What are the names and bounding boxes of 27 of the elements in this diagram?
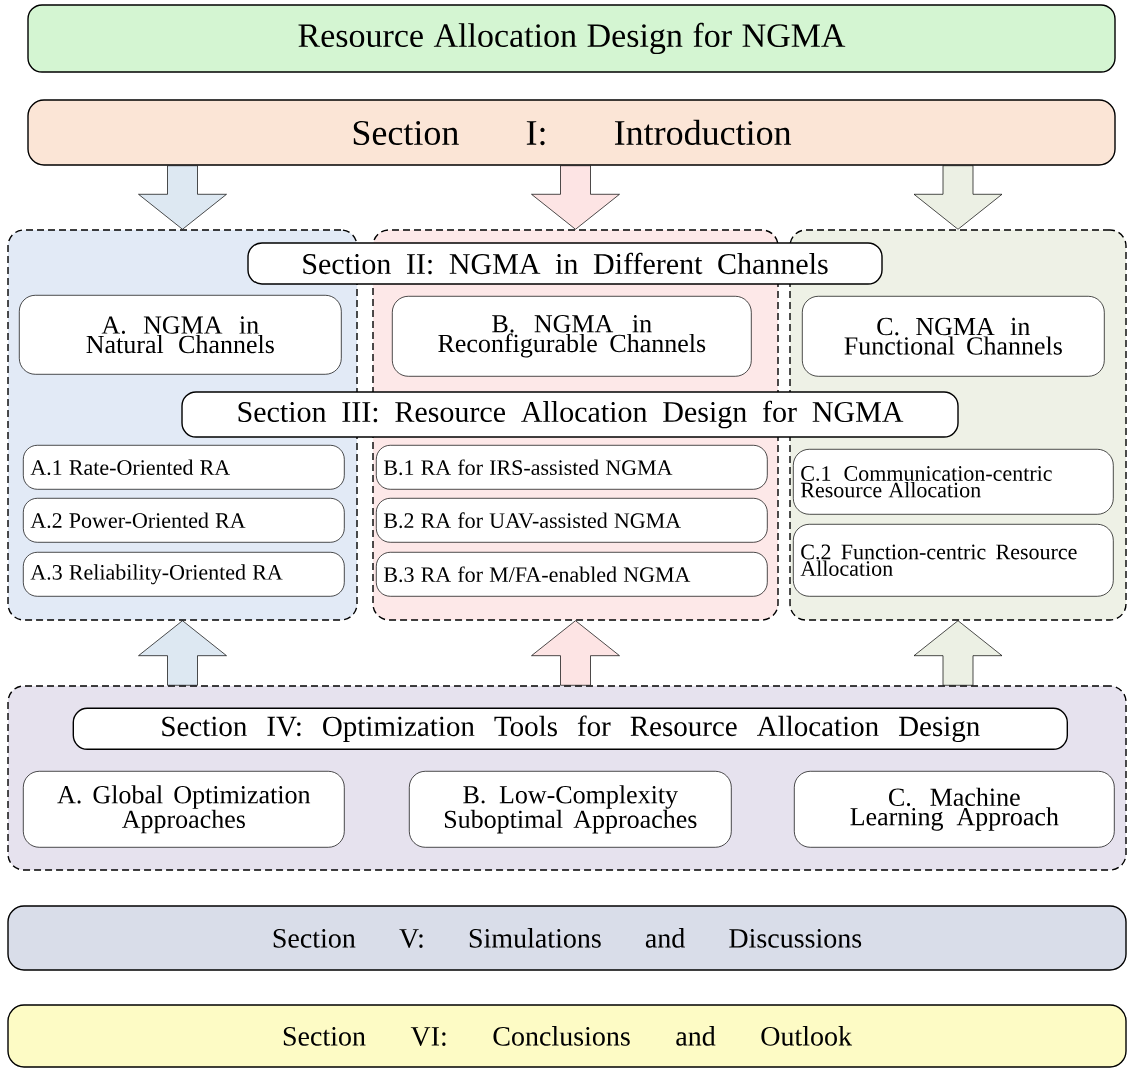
section-box: Section V: Simulations and Discussions <box>7 905 1127 971</box>
block-arrow <box>913 620 1003 686</box>
topic-box: B.1 RA for IRS-assisted NGMA <box>375 444 768 490</box>
topic-box: C.1 Communication-centric Resource Allocation <box>792 448 1114 515</box>
subsection-box: C. NGMA in Functional Channels <box>801 295 1105 377</box>
subsection-box: C. Machine Learning Approach <box>793 770 1115 848</box>
topic-box: B.2 RA for UAV-assisted NGMA <box>375 497 768 543</box>
subsection-box: A. NGMA in Natural Channels <box>18 294 342 375</box>
topic-box: A.1 Rate-Oriented RA <box>22 444 345 490</box>
block-arrow <box>138 165 227 230</box>
topic-box: A.2 Power-Oriented RA <box>22 497 345 543</box>
topic-box: A.3 Reliability-Oriented RA <box>22 551 345 597</box>
block-arrow <box>913 165 1003 230</box>
section-box: Section VI: Conclusions and Outlook <box>7 1004 1127 1068</box>
block-arrow <box>531 165 620 230</box>
block-arrow <box>138 620 227 686</box>
subsection-box: A. Global Optimization Approaches <box>22 770 345 848</box>
topic-box: C.2 Function-centric Resource Allocation <box>792 523 1114 597</box>
section-heading-box: Section III: Resource Allocation Design for NGMA <box>181 391 959 438</box>
subsection-box: B. Low-Complexity Suboptimal Approaches <box>408 770 732 848</box>
topic-box: B.3 RA for M/FA-enabled NGMA <box>375 551 768 597</box>
section-box: Section I: Introduction <box>27 99 1116 166</box>
section-heading-box: Section IV: Optimization Tools for Resource Allocation Design <box>72 707 1068 750</box>
subsection-box: B. NGMA in Reconfigurable Channels <box>391 295 752 377</box>
title-box: Resource Allocation Design for NGMA <box>27 4 1116 73</box>
section-heading-box: Section II: NGMA in Different Channels <box>247 242 883 285</box>
block-arrow <box>531 620 620 686</box>
